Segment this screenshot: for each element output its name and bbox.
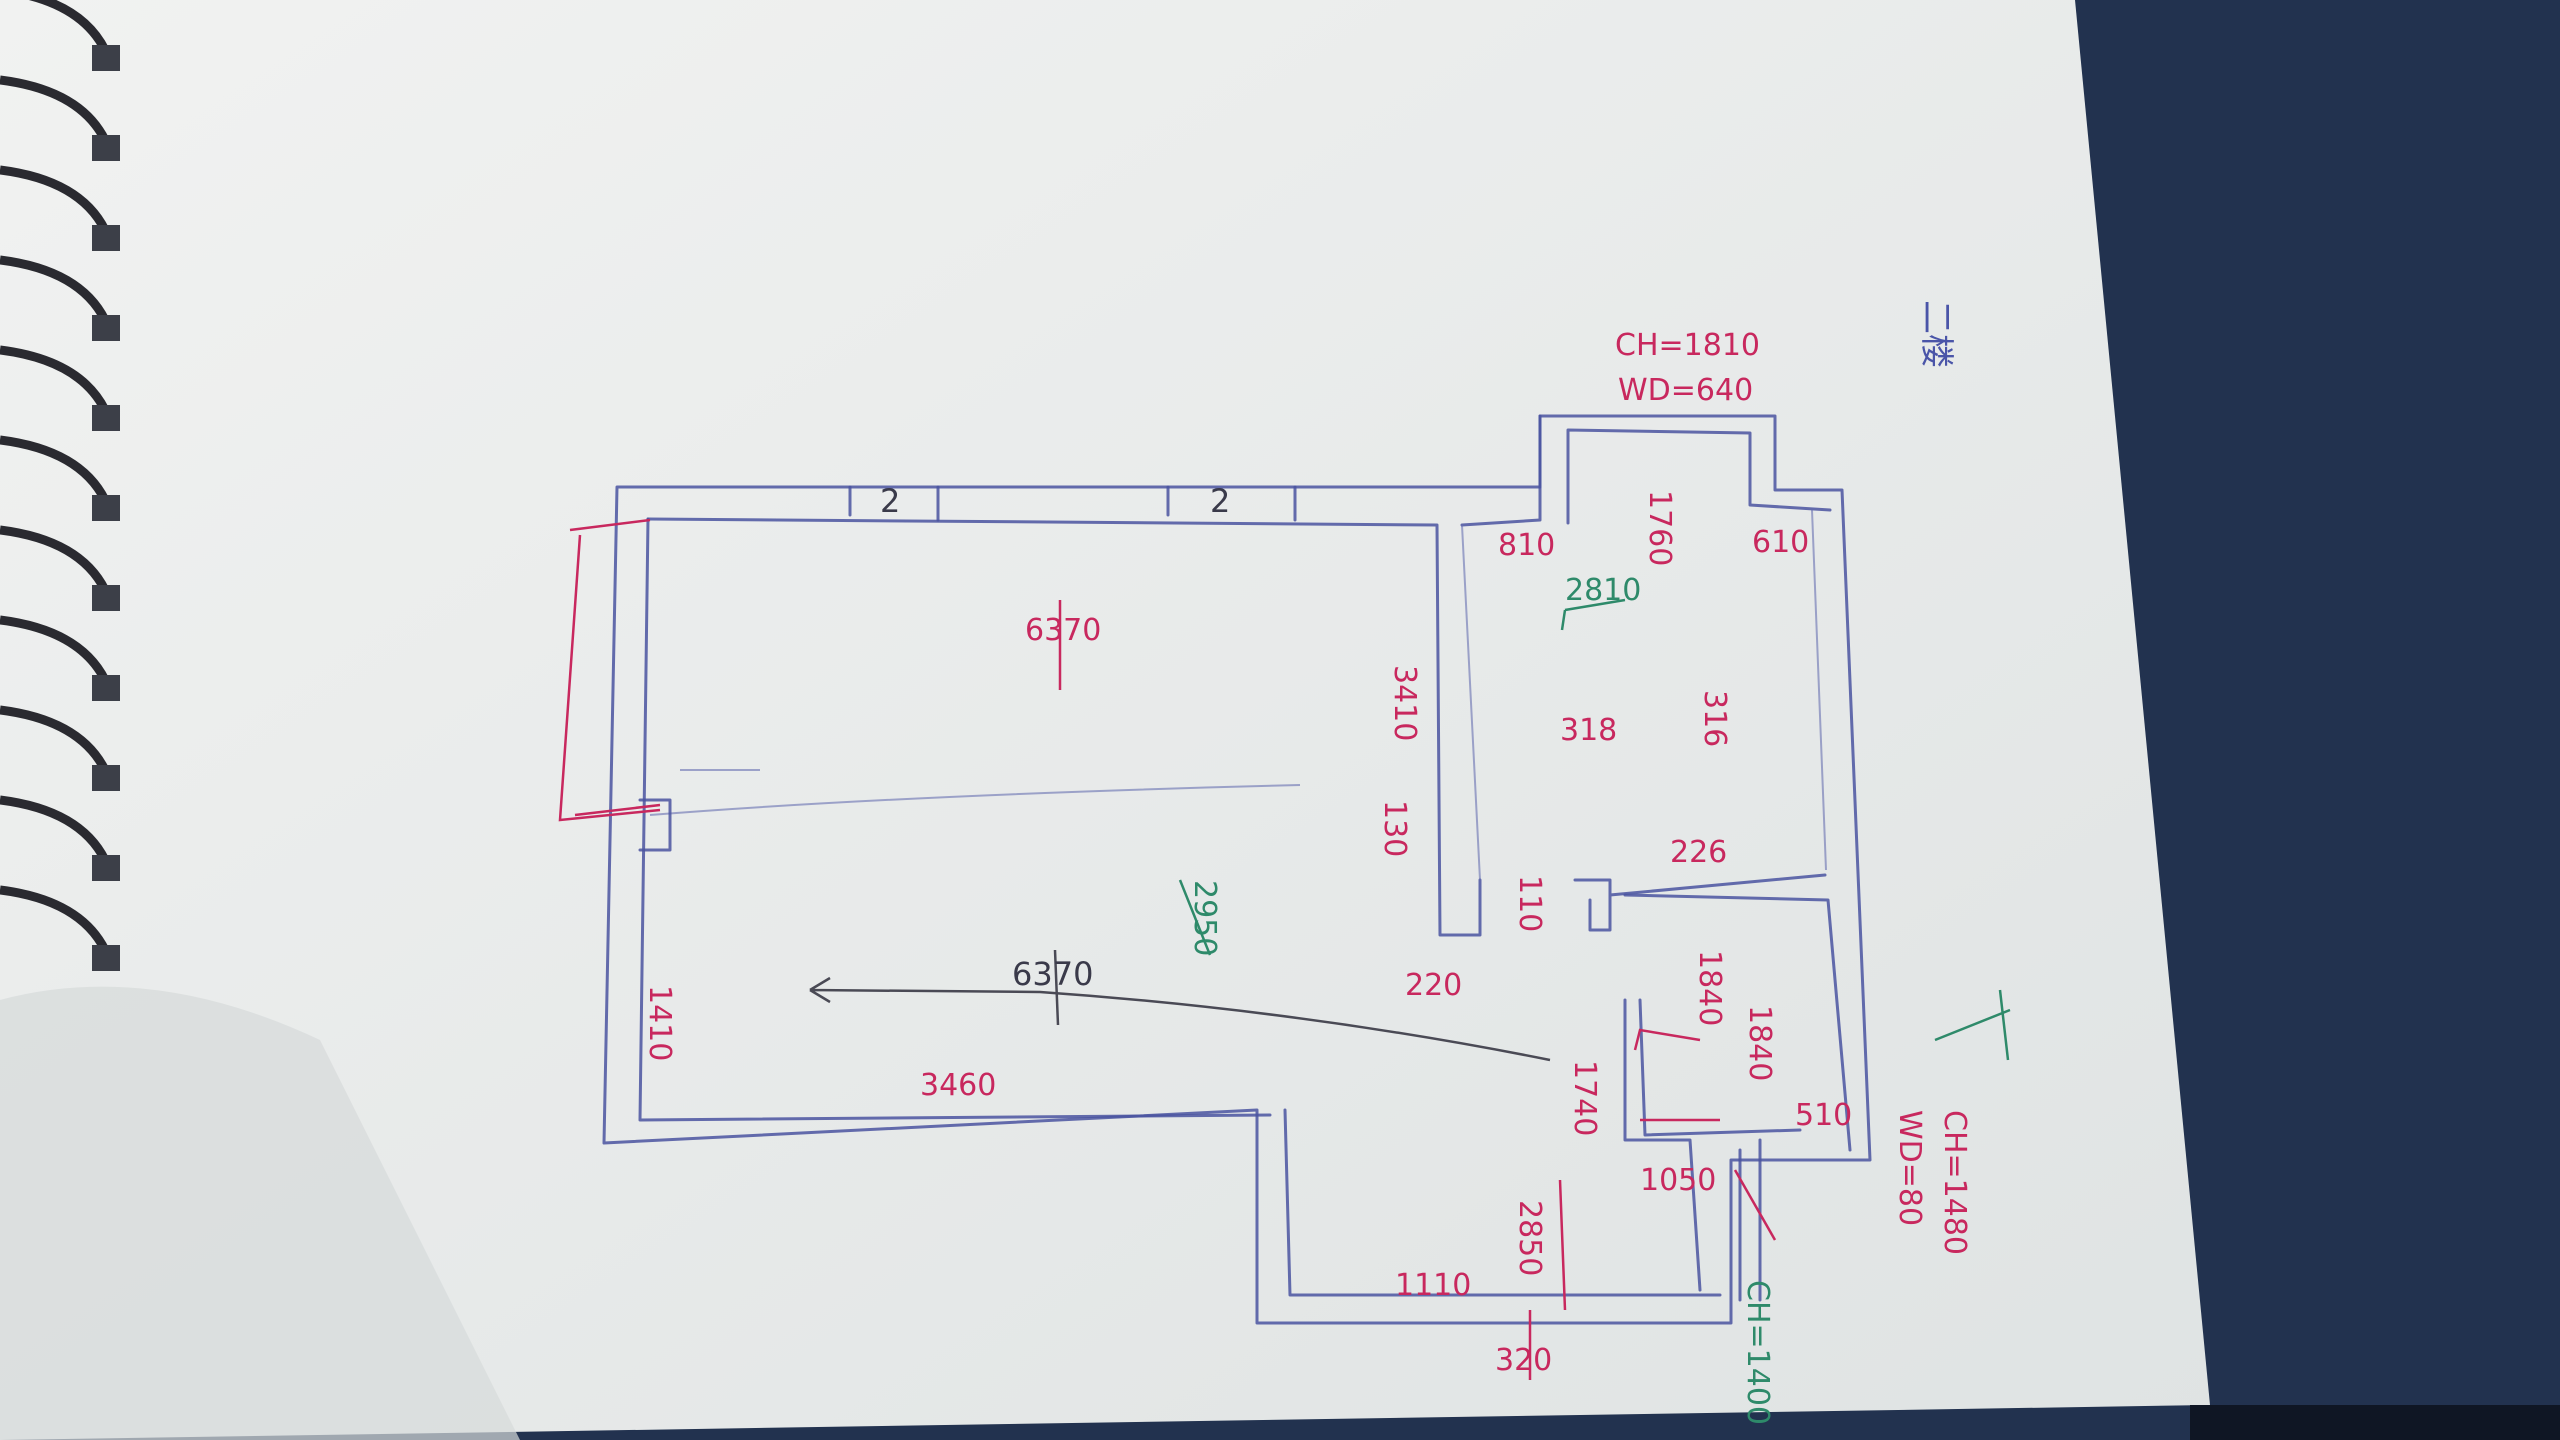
dimension-label: 3410 — [1387, 665, 1422, 741]
dimension-label: WD=640 — [1618, 373, 1753, 408]
spiral-hole — [92, 225, 120, 251]
dimension-label: 1840 — [1692, 950, 1727, 1026]
spiral-hole — [92, 675, 120, 701]
dimension-label: 6370 — [1025, 613, 1101, 648]
dimension-label: 1740 — [1567, 1060, 1602, 1136]
spiral-hole — [92, 585, 120, 611]
spiral-ring — [0, 75, 110, 143]
floor-note: 二楼 — [1916, 300, 1956, 368]
dimension-label: 510 — [1795, 1098, 1852, 1133]
spiral-hole — [92, 135, 120, 161]
dimension-labels: 二楼 CH=1810 WD=640 1760 810 610 2810 318 … — [642, 300, 1972, 1425]
dimension-label: 810 — [1498, 528, 1555, 563]
spiral-hole — [92, 405, 120, 431]
spiral-ring — [0, 165, 110, 233]
dimension-label: 6370 — [1012, 955, 1093, 993]
dimension-label: CH=1400 — [1740, 1280, 1775, 1425]
notebook-page — [0, 0, 2210, 1440]
spiral-hole — [92, 765, 120, 791]
dimension-label: 3460 — [920, 1068, 996, 1103]
dimension-label: 2850 — [1512, 1200, 1547, 1276]
spiral-binding — [0, 0, 120, 971]
dimension-label: 220 — [1405, 968, 1462, 1003]
dimension-label: CH=1810 — [1615, 328, 1760, 363]
spiral-hole — [92, 945, 120, 971]
spiral-ring — [0, 255, 110, 323]
dimension-label: CH=1480 — [1937, 1110, 1972, 1255]
wall-outlines — [602, 414, 1872, 1325]
dimension-label: 130 — [1377, 800, 1412, 857]
spiral-ring — [0, 885, 110, 953]
dimension-label: 318 — [1560, 713, 1617, 748]
dimension-label: 2 — [880, 482, 900, 520]
spiral-ring — [0, 795, 110, 863]
dimension-label: 1110 — [1395, 1268, 1471, 1303]
spiral-hole — [92, 855, 120, 881]
dimension-label: 610 — [1752, 525, 1809, 560]
dimension-label: 1050 — [1640, 1163, 1716, 1198]
dimension-label: 226 — [1670, 835, 1727, 870]
dimension-label: 316 — [1697, 690, 1732, 747]
dimension-label: 1760 — [1642, 490, 1677, 566]
spiral-hole — [92, 495, 120, 521]
annotation-lines — [558, 518, 2011, 1380]
shadow — [2190, 1405, 2560, 1440]
spiral-ring — [0, 705, 110, 773]
dimension-label: 2950 — [1187, 880, 1222, 956]
dimension-label: 320 — [1495, 1343, 1552, 1378]
dimension-label: 2810 — [1565, 573, 1641, 608]
spiral-hole — [92, 315, 120, 341]
dimension-label: WD=80 — [1892, 1110, 1927, 1226]
spiral-ring — [0, 435, 110, 503]
dimension-label: 1410 — [642, 985, 677, 1061]
spiral-ring — [0, 615, 110, 683]
spiral-hole — [92, 45, 120, 71]
dimension-label: 2 — [1210, 482, 1230, 520]
dimension-label: 110 — [1512, 875, 1547, 932]
spiral-ring — [28, 0, 110, 53]
dimension-label: 1840 — [1742, 1005, 1777, 1081]
spiral-ring — [0, 345, 110, 413]
page-shadow — [0, 986, 520, 1440]
spiral-ring — [0, 525, 110, 593]
